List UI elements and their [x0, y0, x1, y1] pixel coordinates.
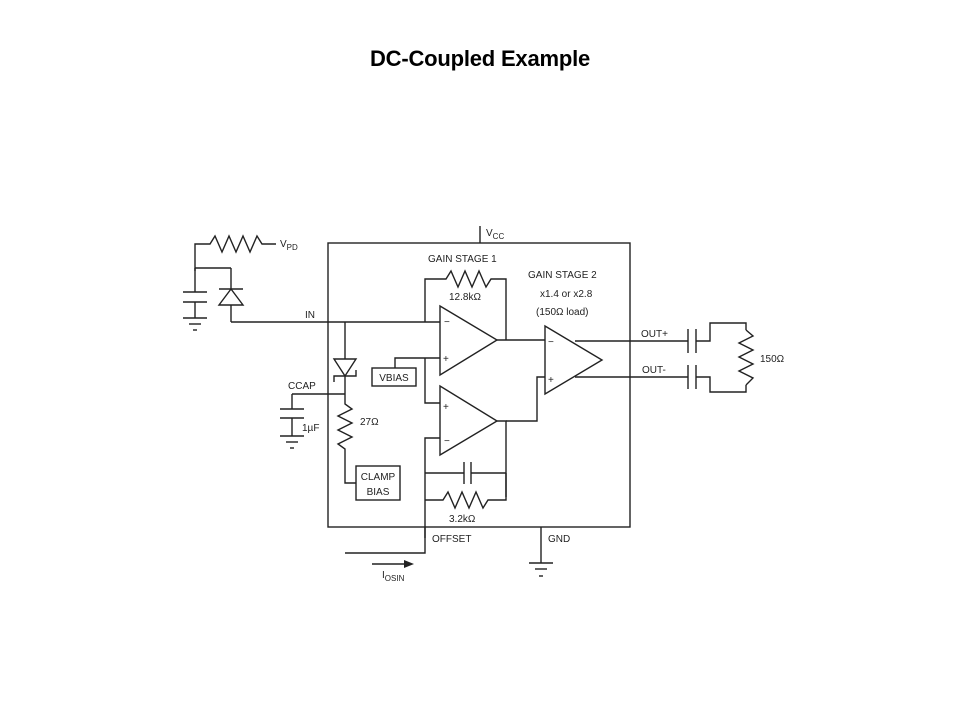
offset-stage-opamp: [439, 384, 499, 457]
r-3k2-label: 3.2kΩ: [449, 514, 476, 525]
vbias-label: VBIAS: [379, 373, 409, 384]
ground-icon: [183, 317, 207, 331]
load-resistor-150: [737, 329, 755, 386]
gain-stage-2-label: GAIN STAGE 2: [528, 270, 597, 281]
clamp-diode-icon: [332, 322, 358, 400]
opamp1-plus: +: [443, 354, 449, 365]
feedback-capacitor: [425, 462, 506, 484]
output-capacitor-plus: [687, 322, 747, 353]
vcc-label: VCC: [486, 228, 504, 241]
vbias-to-opamp2-wire: [424, 358, 440, 404]
opamp2-plus: +: [443, 402, 449, 413]
offset-to-stage2-wire: [506, 376, 545, 422]
resistor-27-ohm: [336, 400, 356, 484]
feedback-resistor-3k2: [425, 473, 507, 510]
gnd-label: GND: [548, 534, 570, 545]
out-plus-label: OUT+: [641, 329, 668, 340]
vbias-wire: [394, 357, 440, 368]
opamp2-minus: −: [444, 436, 450, 447]
slide-title: DC-Coupled Example: [369, 46, 591, 71]
ground-icon: [280, 435, 304, 449]
ccap-label: CCAP: [288, 381, 316, 392]
in-label: IN: [305, 310, 315, 321]
output-capacitor-minus: [687, 365, 747, 393]
r-27-label: 27Ω: [360, 417, 379, 428]
out-minus-label: OUT-: [642, 365, 666, 376]
gain-stage-1-label: GAIN STAGE 1: [428, 254, 497, 265]
vpd-resistor: [194, 234, 276, 271]
opamp2-output-wire: [497, 420, 507, 497]
current-arrow-icon: [372, 560, 414, 568]
photodiode-icon: [217, 268, 245, 322]
offset-input-wire: [424, 437, 440, 538]
clamp-bias-block: [355, 465, 401, 501]
opamp1-minus: −: [444, 317, 450, 328]
filter-capacitor-symbol: [183, 268, 207, 318]
clamp-bias-label-2: BIAS: [367, 487, 390, 498]
clamp-bias-label-1: CLAMP: [361, 472, 396, 483]
ic-package-outline: [327, 242, 631, 528]
opamp3-minus: −: [548, 337, 554, 348]
offset-pin-wire: [345, 527, 426, 554]
cap-1uf-label: 1µF: [302, 423, 319, 434]
vbias-block: [371, 367, 417, 387]
gain-stage-2-gain: x1.4 or x2.8: [540, 289, 593, 300]
gain-stage-1-opamp: [439, 304, 499, 377]
gain-stage-2-load: (150Ω load): [536, 307, 589, 318]
ccap-capacitor-symbol: [280, 394, 304, 436]
vpd-label: VPD: [280, 239, 298, 252]
offset-label: OFFSET: [432, 534, 471, 545]
iosin-label: IOSIN: [382, 570, 405, 583]
r-150-label: 150Ω: [760, 354, 785, 365]
opamp3-plus: +: [548, 375, 554, 386]
gain-stage-2-opamp: [544, 324, 604, 396]
r-12k8-label: 12.8kΩ: [449, 292, 481, 303]
ground-icon: [529, 562, 553, 577]
feedback-resistor-12k8: [424, 269, 507, 340]
